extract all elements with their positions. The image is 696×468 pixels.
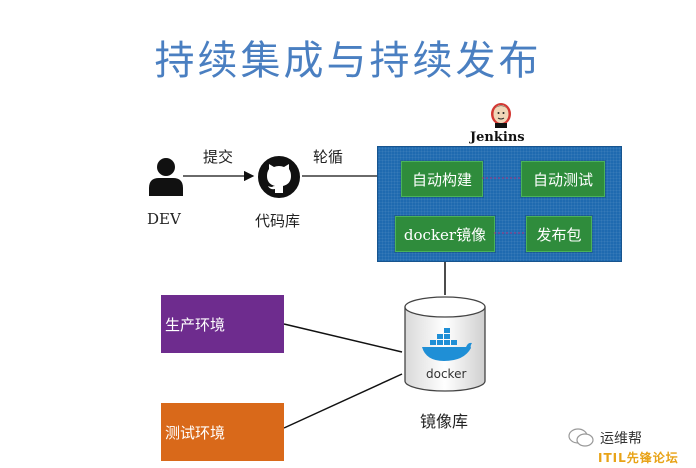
jenkins-label: Jenkins	[470, 130, 525, 145]
commit-label: 提交	[203, 148, 234, 166]
watermark-line2: ITIL先锋论坛	[598, 451, 679, 465]
production-to-registry-line	[283, 323, 403, 353]
docker-icon	[402, 295, 488, 399]
production-environment: 生产环境	[161, 295, 284, 353]
auto-build-step: 自动构建	[401, 161, 483, 197]
release-package-step: 发布包	[526, 216, 592, 252]
production-label: 生产环境	[165, 315, 226, 334]
docker-image-step: docker镜像	[395, 216, 495, 252]
jenkins-pipeline-box: 自动构建 自动测试 docker镜像 发布包	[377, 146, 622, 262]
poll-label: 轮循	[313, 148, 344, 166]
docker-logo-text: docker	[426, 367, 467, 381]
github-icon	[258, 156, 300, 202]
dev-label: DEV	[147, 210, 181, 228]
user-icon	[146, 156, 186, 200]
test-environment: 测试环境	[161, 403, 284, 461]
watermark-line1: 运维帮	[600, 431, 642, 447]
repo-label: 代码库	[255, 212, 301, 230]
wechat-icon	[568, 428, 594, 452]
registry-label: 镜像库	[420, 412, 469, 431]
test-label: 测试环境	[165, 423, 226, 442]
pipeline-links	[482, 177, 525, 234]
page-title: 持续集成与持续发布	[154, 38, 542, 84]
auto-test-step: 自动测试	[521, 161, 605, 197]
jenkins-butler-icon	[489, 102, 513, 132]
test-to-registry-line	[283, 373, 403, 429]
